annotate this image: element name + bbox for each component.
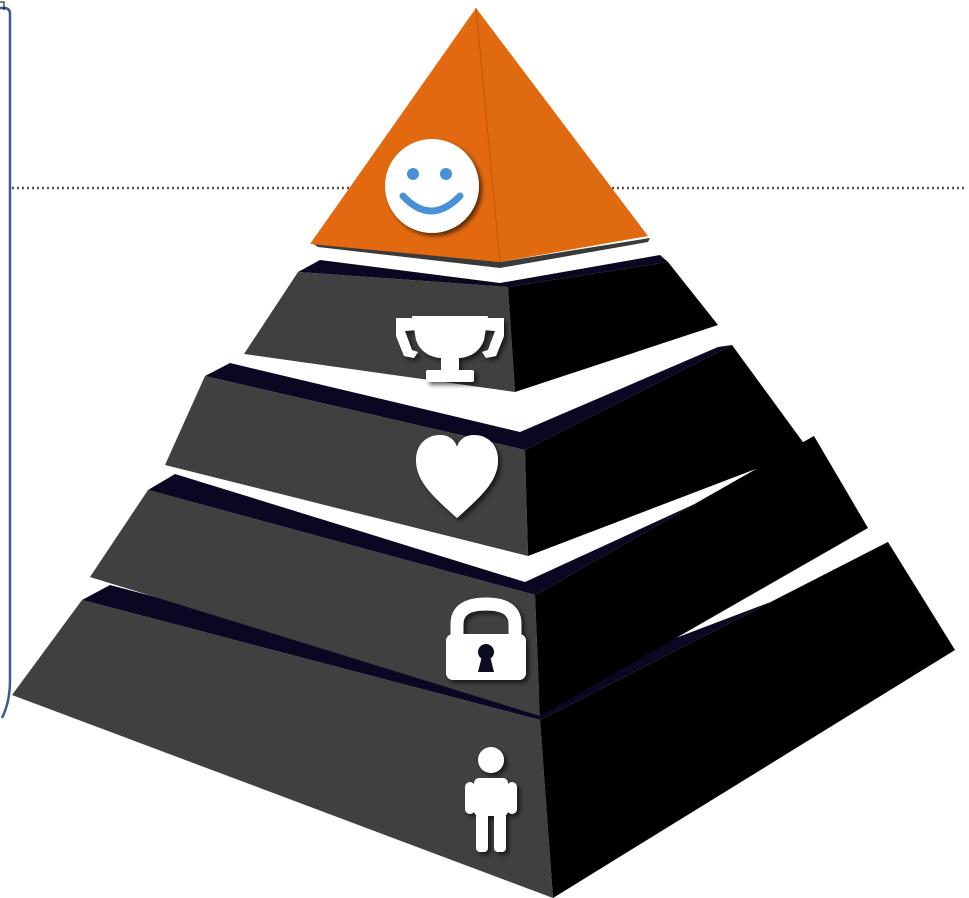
tier-edge [475, 7, 501, 263]
tier-front [90, 490, 540, 716]
person-icon [465, 747, 517, 852]
tier-top [148, 436, 814, 595]
tier-side [508, 262, 718, 392]
tier-top [298, 255, 668, 287]
tier-front [12, 600, 553, 898]
tier-self-actualization [310, 7, 650, 268]
tier-safety [90, 436, 868, 716]
tier-front [165, 376, 528, 556]
callout-tick [0, 1, 5, 10]
callout-bracket [0, 6, 12, 719]
trophy-icon [396, 316, 504, 382]
tier-side [476, 8, 648, 262]
tier-love-belonging [165, 345, 808, 556]
heart-icon [416, 435, 498, 518]
padlock-icon [446, 597, 526, 680]
tier-top [205, 345, 732, 450]
tier-side [540, 542, 955, 898]
tier-side [535, 436, 868, 716]
smiley-face-icon [385, 139, 479, 233]
tier-side [525, 345, 808, 556]
tier-rim [312, 238, 650, 268]
